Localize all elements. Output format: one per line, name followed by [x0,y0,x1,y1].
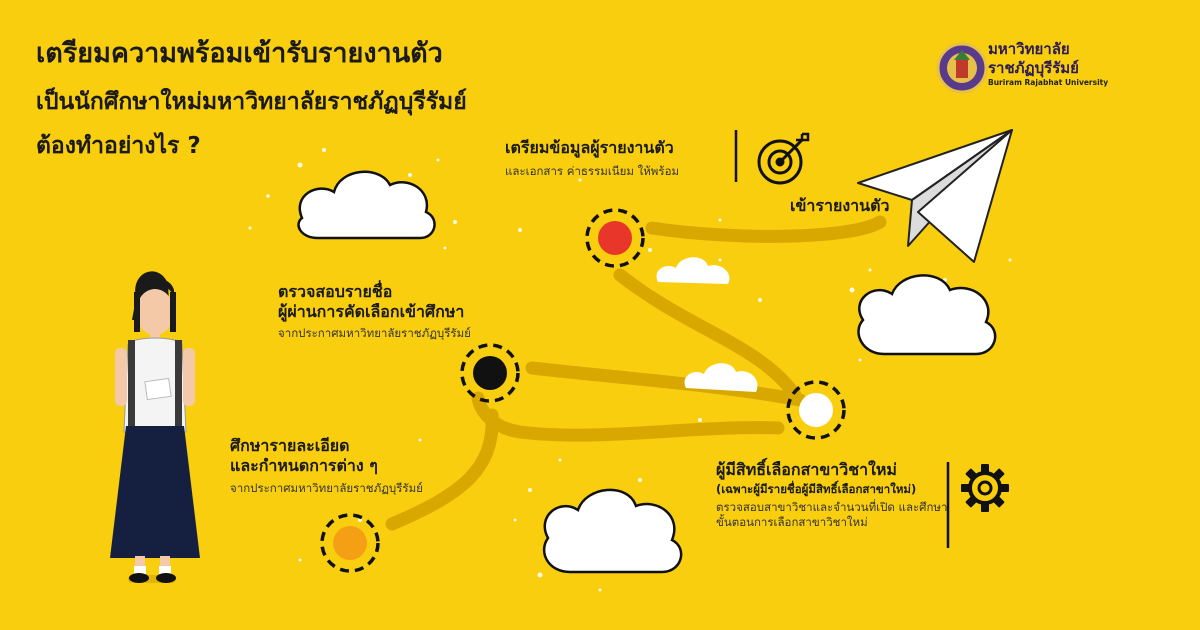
step-check-desc: จากประกาศมหาวิทยาลัยราชภัฏบุรีรัมย์ [278,326,471,340]
headline-line1: เตรียมความพร้อมเข้ารับรายงานตัว [36,38,443,69]
student-figure [110,271,200,583]
cloud [857,274,997,356]
cloud [297,170,436,240]
step-circle-prepare [585,208,645,268]
step-check-title-line2: ผู้ผ่านการคัดเลือกเข้าศึกษา [278,302,465,321]
step-study-title-line1: ศึกษารายละเอียด [230,436,350,455]
logo-name-line2: ราชภัฏบุรีรัมย์ [988,59,1079,77]
path-segments [385,215,887,531]
sparkles [248,148,1012,592]
step-major-title: ผู้มีสิทธิ์เลือกสาขาวิชาใหม่ [716,460,897,479]
path-segment [645,215,887,243]
path-segment [525,361,807,407]
cloud [542,488,683,574]
university-seal-icon [936,42,988,94]
headline-line3: ต้องทำอย่างไร ? [36,133,201,159]
logo-name-en: Buriram Rajabhat University [988,78,1109,87]
headline-line2: เป็นนักศึกษาใหม่มหาวิทยาลัยราชภัฏบุรีรัม… [36,89,467,115]
target-icon [757,132,810,185]
university-logo: มหาวิทยาลัย ราชภัฏบุรีรัมย์ Buriram Raja… [988,40,1108,88]
step-circle-study [320,513,380,573]
step-prepare-desc: และเอกสาร ค่าธรรมเนียม ให้พร้อม [505,164,680,178]
path-segment [613,268,802,402]
gear-icon [961,464,1009,512]
step-prepare-title: เตรียมข้อมูลผู้รายงานตัว [505,138,674,157]
step-check-title-line1: ตรวจสอบรายชื่อ [278,282,393,301]
paper-plane-icon [857,129,1013,263]
step-major-desc-line2: ขั้นตอนการเลือกสาขาวิชาใหม่ [716,515,868,529]
step-major-subtitle: (เฉพาะผู้มีรายชื่อผู้มีสิทธิ์เลือกสาขาให… [716,482,917,496]
step-report-title: เข้ารายงานตัว [790,196,890,215]
step-major-desc-line1: ตรวจสอบสาขาวิชาและจำนวนที่เปิด และศึกษา [716,500,948,514]
logo-name-line1: มหาวิทยาลัย [988,40,1070,58]
step-circle-major [786,380,846,440]
step-study-desc: จากประกาศมหาวิทยาลัยราชภัฏบุรีรัมย์ [230,481,423,495]
cloud-small [656,257,758,392]
path-segment [385,408,499,531]
step-circle-check [460,343,520,403]
path-segment [471,391,785,442]
step-study-title-line2: และกำหนดการต่าง ๆ [230,456,378,475]
